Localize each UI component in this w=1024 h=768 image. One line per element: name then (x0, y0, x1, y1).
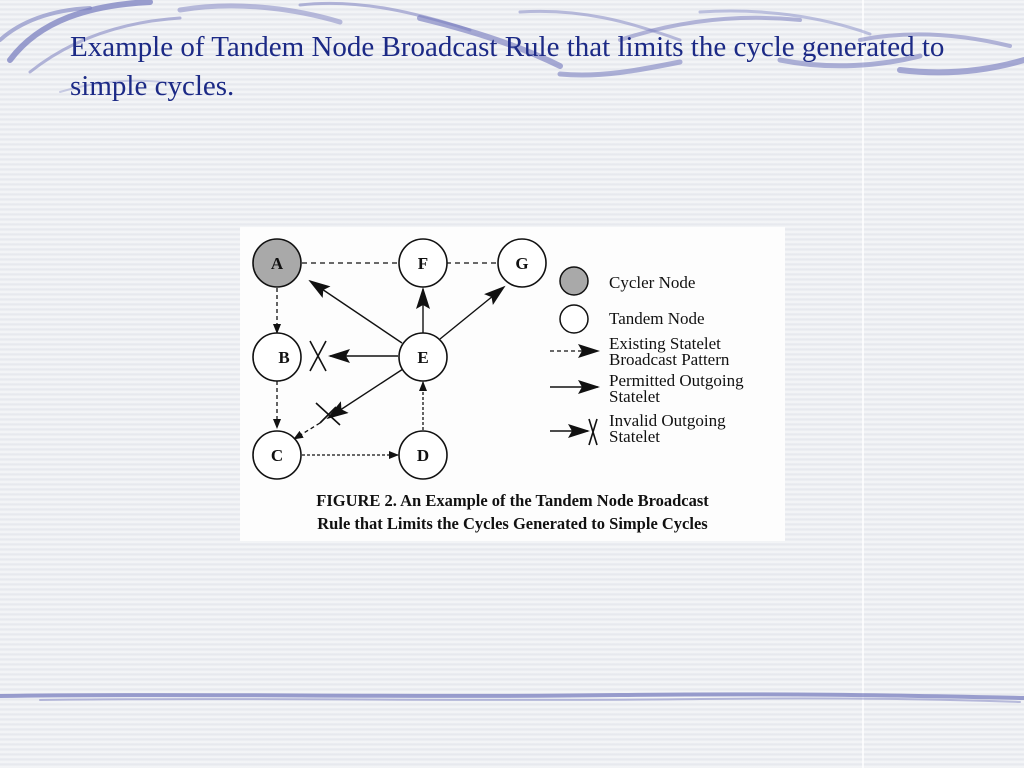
node-f: F (398, 238, 448, 288)
invalid-mark-b (309, 340, 327, 372)
legend-existing-line1: Existing Statelet (609, 334, 721, 353)
edge-e-a-permitted (308, 279, 403, 344)
edge-e-c-invalid (326, 368, 404, 420)
node-g-label: G (515, 254, 528, 273)
figure-caption-line1: FIGURE 2. An Example of the Tandem Node … (316, 491, 709, 510)
bottom-rule-decoration (0, 692, 1024, 703)
background-divider (862, 0, 864, 768)
invalid-mark-c (315, 402, 341, 426)
legend-cycler-label: Cycler Node (609, 273, 695, 292)
legend-cycler-swatch (559, 266, 589, 296)
legend-invalid-mark (588, 418, 598, 446)
node-b: B (252, 332, 302, 382)
node-b-label: B (278, 348, 289, 367)
legend-invalid-line1: Invalid Outgoing (609, 411, 726, 430)
figure-caption-line2: Rule that Limits the Cycles Generated to… (317, 514, 708, 533)
edge-e-g-permitted (439, 285, 506, 340)
legend-permitted-line1: Permitted Outgoing (609, 371, 744, 390)
slide-title: Example of Tandem Node Broadcast Rule th… (70, 31, 945, 102)
node-f-label: F (418, 254, 428, 273)
legend-existing-line2: Broadcast Pattern (609, 350, 730, 369)
legend-tandem-swatch (559, 304, 589, 334)
node-d-label: D (417, 446, 429, 465)
edge-c-e-dashed (293, 422, 321, 440)
legend-invalid-line2: Statelet (609, 427, 660, 446)
node-a-label: A (271, 254, 284, 273)
node-e: E (398, 332, 448, 382)
legend: Cycler Node Tandem Node Existing Statele… (550, 266, 744, 446)
legend-tandem-label: Tandem Node (609, 309, 705, 328)
node-c: C (252, 430, 302, 480)
node-e-label: E (417, 348, 428, 367)
legend-permitted-line2: Statelet (609, 387, 660, 406)
header-swirl-decoration (0, 0, 1024, 93)
tandem-broadcast-diagram: A F G B E C D (252, 238, 744, 480)
node-g: G (497, 238, 547, 288)
node-c-label: C (271, 446, 283, 465)
node-a: A (252, 238, 302, 288)
figure-panel: A F G B E C D (240, 227, 785, 541)
node-d: D (398, 430, 448, 480)
